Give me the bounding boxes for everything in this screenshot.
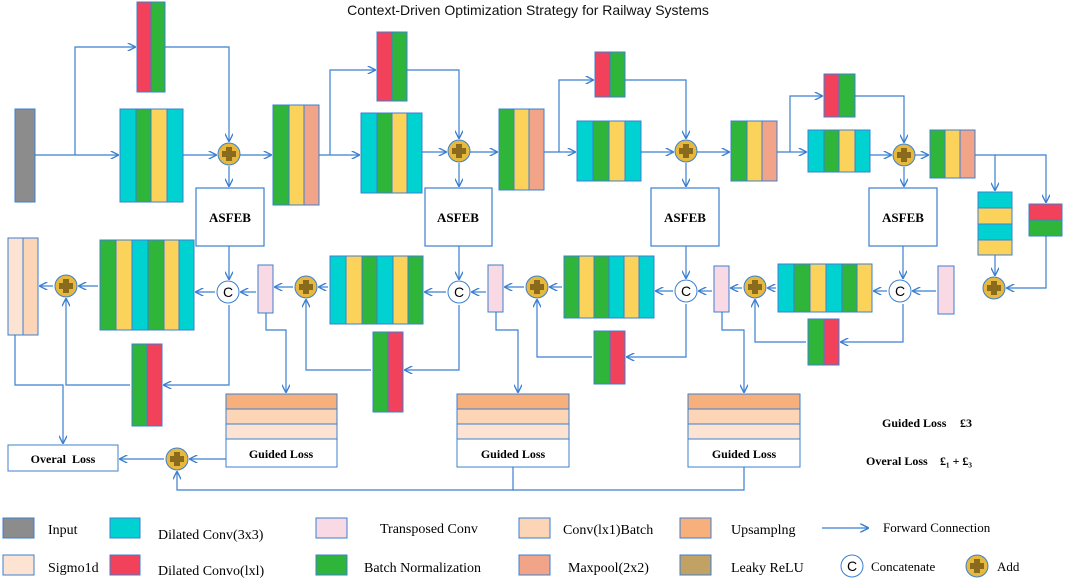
legend-item-dilated-conv-1x1: Dilated Convo(lxl)	[109, 554, 264, 579]
legend: Input Dilated Conv(3x3) Transposed Conv …	[2, 517, 1020, 579]
enc1-conv-block	[119, 108, 184, 203]
dec4-concat-node: C	[888, 279, 912, 303]
dec2-transposed-conv	[487, 264, 504, 313]
svg-text:Dilated Convo(lxl): Dilated Convo(lxl)	[158, 564, 264, 579]
diagram-title: Context-Driven Optimization Strategy for…	[347, 2, 709, 18]
svg-text:C: C	[223, 284, 233, 300]
legend-item-input: Input	[2, 517, 78, 539]
svg-text:C: C	[895, 283, 905, 299]
dec1-conv-block	[99, 239, 195, 331]
legend-item-conv-1x1-batch: Conv(lx1)Batch	[518, 517, 653, 539]
dec2-concat-node: C	[447, 280, 471, 304]
svg-text:Leaky ReLU: Leaky ReLU	[731, 561, 804, 576]
svg-text:Upsamplng: Upsamplng	[731, 523, 796, 538]
dec4-skip-dilated-block	[807, 318, 840, 366]
enc1-maxpool-block	[272, 104, 320, 206]
guided-loss-block-2: Guided Loss	[456, 393, 570, 468]
overall-loss-block: Overal Loss	[7, 444, 119, 472]
note-overall-loss-formula: £₁ + £₃	[940, 454, 972, 468]
legend-item-upsampling: Upsamplng	[679, 517, 796, 539]
dec3-skip-dilated-block	[593, 330, 626, 385]
asfeb-block-4: ASFEB	[868, 187, 938, 247]
guided-loss-block-3: Guided Loss	[687, 393, 801, 468]
enc4-dilated-1x1-block	[823, 73, 856, 118]
svg-text:Conv(lx1)Batch: Conv(lx1)Batch	[563, 523, 653, 538]
forward-connections	[14, 47, 1046, 491]
asfeb-block-3: ASFEB	[650, 187, 720, 247]
dec3-transposed-conv	[713, 265, 730, 313]
asfeb-block-2: ASFEB	[424, 187, 493, 247]
note-guided-loss-label: Guided Loss	[882, 416, 947, 430]
dec1-transposed-conv	[257, 264, 274, 314]
svg-text:Guided Loss: Guided Loss	[481, 447, 546, 461]
enc2-conv-block	[360, 112, 423, 194]
sigmoid-output-block	[7, 237, 39, 336]
enc3-conv-block	[576, 120, 642, 182]
svg-text:Dilated Conv(3x3): Dilated Conv(3x3)	[158, 528, 264, 543]
svg-text:Input: Input	[48, 523, 78, 538]
bottleneck-dilated-block	[1028, 203, 1063, 237]
dec3-conv-block	[563, 255, 655, 319]
dec2-add-node	[525, 275, 549, 299]
enc3-dilated-1x1-block	[594, 51, 626, 98]
svg-text:C: C	[681, 283, 691, 299]
legend-item-batch-normalization: Batch Normalization	[315, 554, 481, 576]
dec2-skip-dilated-block	[372, 331, 404, 413]
legend-item-leaky-relu: Leaky ReLU	[679, 554, 804, 576]
svg-text:Forward Connection: Forward Connection	[883, 520, 991, 535]
svg-text:Add: Add	[997, 559, 1020, 574]
svg-text:Batch Normalization: Batch Normalization	[364, 561, 481, 576]
svg-text:ASFEB: ASFEB	[209, 210, 251, 225]
dec2-conv-block	[329, 255, 424, 325]
enc4-add-node	[892, 143, 916, 167]
enc2-add-node	[447, 139, 471, 163]
enc3-maxpool-block	[730, 120, 778, 182]
dec1-concat-node: C	[216, 280, 240, 304]
dec3-concat-node: C	[674, 279, 698, 303]
svg-text:C: C	[847, 558, 857, 574]
svg-text:Guided Loss: Guided Loss	[712, 447, 777, 461]
legend-item-add: Add	[965, 554, 1020, 578]
svg-text:Transposed Conv: Transposed Conv	[380, 522, 478, 537]
enc4-maxpool-block	[929, 129, 976, 179]
svg-text:Overal Loss: Overal Loss	[31, 452, 96, 466]
input-block	[14, 108, 36, 203]
svg-text:C: C	[454, 284, 464, 300]
enc2-dilated-1x1-block	[376, 31, 408, 102]
guided-loss-block-1: Guided Loss	[225, 393, 338, 468]
dec3-add-node	[743, 275, 767, 299]
legend-item-dilated-conv-3x3: Dilated Conv(3x3)	[109, 517, 264, 543]
svg-text:Concatenate: Concatenate	[871, 559, 935, 574]
enc1-dilated-1x1-block	[136, 1, 166, 93]
dec4-conv-block	[777, 263, 873, 313]
asfeb-block-1: ASFEB	[195, 187, 265, 247]
svg-text:ASFEB: ASFEB	[882, 210, 924, 225]
overall-add-node	[165, 447, 189, 471]
svg-text:Guided Loss: Guided Loss	[249, 447, 314, 461]
bottleneck-conv-block	[977, 191, 1013, 256]
legend-item-forward-connection: Forward Connection	[822, 520, 991, 535]
svg-text:Maxpool(2x2): Maxpool(2x2)	[568, 561, 649, 576]
enc2-maxpool-block	[498, 108, 545, 191]
legend-item-concatenate: C Concatenate	[840, 554, 935, 578]
dec1-skip-dilated-block	[131, 343, 163, 427]
svg-text:Sigmo1d: Sigmo1d	[48, 561, 99, 576]
legend-item-maxpool: Maxpool(2x2)	[518, 554, 649, 576]
legend-item-transposed-conv: Transposed Conv	[315, 517, 478, 539]
bottleneck-add-node	[982, 276, 1006, 300]
svg-text:ASFEB: ASFEB	[437, 210, 479, 225]
dec4-transposed-conv	[937, 265, 955, 315]
enc4-conv-block	[807, 129, 871, 173]
enc3-add-node	[674, 139, 698, 163]
dec1-add2-node	[294, 275, 318, 299]
note-overall-loss-label: Overal Loss	[866, 454, 928, 468]
note-guided-loss-formula: £3	[960, 416, 972, 430]
svg-text:ASFEB: ASFEB	[664, 210, 706, 225]
legend-item-sigmoid: Sigmo1d	[2, 554, 99, 576]
dec1-add-node	[54, 274, 78, 298]
enc1-add-node	[217, 142, 241, 166]
